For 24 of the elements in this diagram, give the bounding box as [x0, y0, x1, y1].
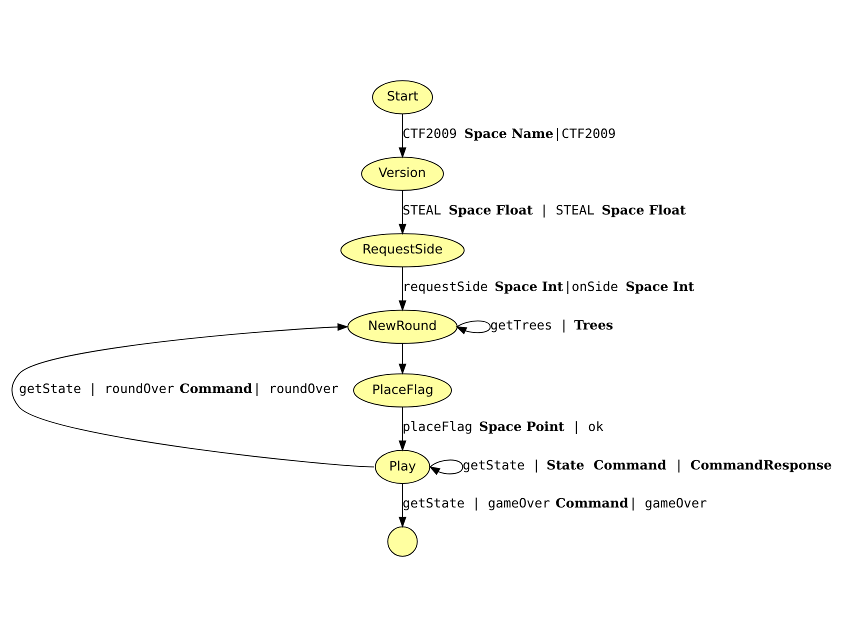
node-ellipse: Start — [372, 80, 433, 114]
edge-label: CTF2009 Space Name|CTF2009 — [402, 127, 616, 142]
arrow — [398, 406, 406, 452]
node-ellipse: NewRound — [347, 310, 458, 344]
edge-label: getTrees | Trees — [490, 318, 614, 334]
node-ellipse: Play — [374, 450, 430, 484]
node-ellipse: Version — [361, 156, 444, 191]
edge-label: STEAL Space Float | STEAL Space Float — [402, 204, 686, 219]
arrow — [11, 323, 374, 468]
node-ellipse: RequestSide — [340, 233, 465, 268]
arrow — [398, 483, 406, 528]
edge-label: getState | State Command | CommandResponse — [462, 458, 832, 474]
edge-label: placeFlag Space Point | ok — [402, 420, 604, 436]
edge-label: requestSide Space Int|onSide Space Int — [402, 280, 694, 296]
arrow — [456, 320, 491, 334]
arrow — [428, 460, 464, 476]
arrow — [398, 190, 406, 235]
edge-label: getState | gameOver Command| gameOver — [402, 496, 707, 512]
arrow — [398, 266, 406, 312]
node-circle — [387, 526, 418, 557]
arrow — [398, 114, 406, 158]
arrow — [398, 343, 406, 375]
edge-label: getState | roundOver Command| roundOver — [19, 382, 339, 397]
node-ellipse: PlaceFlag — [353, 373, 452, 408]
